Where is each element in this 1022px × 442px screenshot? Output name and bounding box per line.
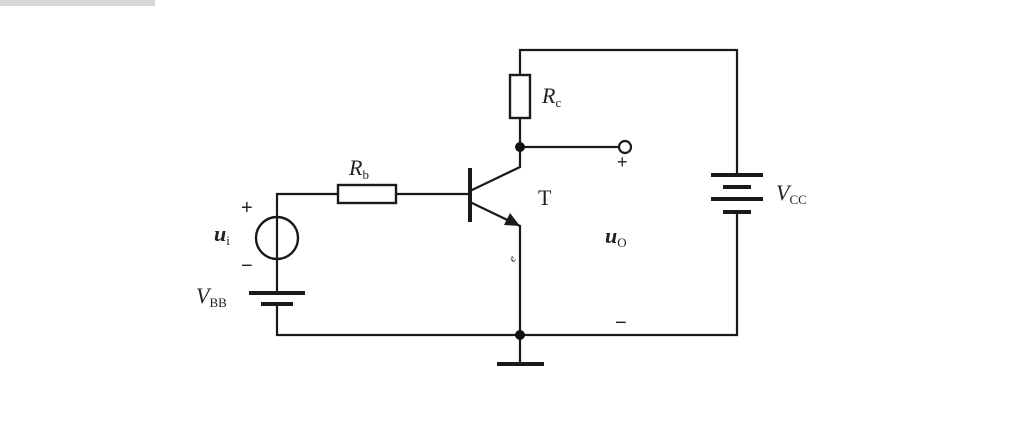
collector-lead — [470, 145, 522, 192]
output-terminal — [617, 139, 633, 155]
ground-junction-dot — [515, 330, 525, 340]
resistor-rb — [336, 183, 398, 205]
emitter-arrow — [504, 213, 520, 226]
label-ui: ui — [214, 221, 230, 248]
bottom-right-wire — [518, 210, 739, 337]
ui-minus-sign: − — [241, 255, 253, 277]
header-fragment — [0, 0, 155, 6]
label-emitter-small: e — [506, 254, 519, 264]
top-wire — [518, 48, 739, 177]
label-rb: Rb — [348, 155, 369, 182]
label-uo: uO — [605, 223, 627, 250]
ui-plus-sign: + — [241, 197, 253, 219]
input-top-wire — [275, 192, 340, 219]
uo-plus-sign: + — [617, 152, 628, 172]
label-rc: Rc — [541, 83, 561, 110]
label-vbb: VBB — [196, 283, 227, 310]
uo-minus-sign: − — [615, 312, 627, 334]
label-transistor: T — [538, 185, 552, 210]
collector-junction-dot — [515, 142, 525, 152]
resistor-rc — [508, 73, 532, 120]
label-vcc: VCC — [776, 180, 807, 207]
bottom-left-wire — [275, 302, 522, 337]
